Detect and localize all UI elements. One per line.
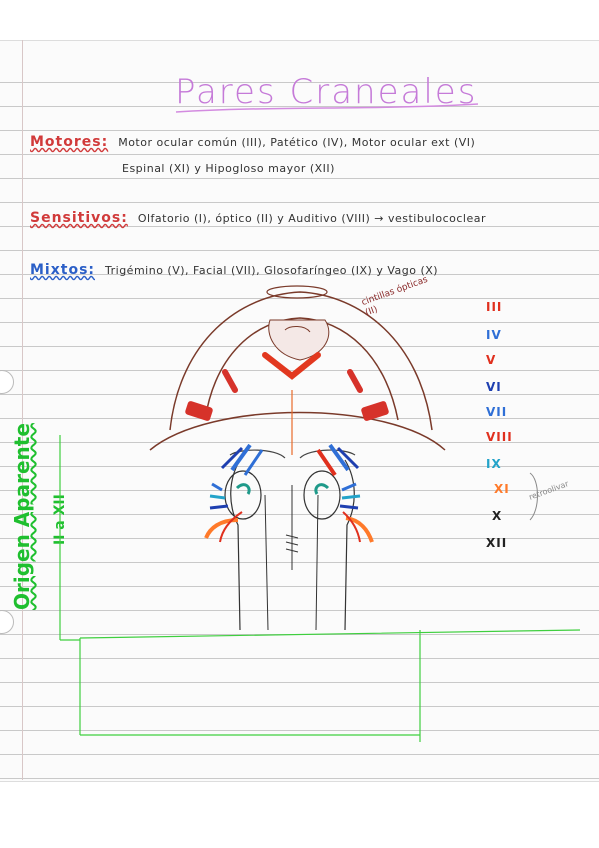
motores-line-2-row: Espinal (XI) y Hipogloso mayor (XII) bbox=[122, 162, 335, 175]
page-title: Pares Craneales bbox=[175, 72, 478, 112]
motores-section: Motores: Motor ocular común (III), Patét… bbox=[30, 134, 475, 150]
nerve-list-item: VII bbox=[486, 405, 508, 419]
motores-line-1: Motor ocular común (III), Patético (IV),… bbox=[118, 136, 476, 149]
sensitivos-text: Olfatorio (I), óptico (II) y Auditivo (V… bbox=[137, 212, 486, 225]
motores-line-2: Espinal (XI) y Hipogloso mayor (XII) bbox=[122, 162, 335, 175]
side-annotation: Origen Aparente bbox=[10, 423, 34, 610]
sensitivos-section: Sensitivos: Olfatorio (I), óptico (II) y… bbox=[30, 210, 486, 226]
page-margin-line bbox=[22, 40, 23, 780]
nerve-list-item: XI bbox=[494, 482, 510, 496]
sensitivos-label: Sensitivos: bbox=[30, 210, 128, 226]
mixtos-section: Mixtos: Trigémino (V), Facial (VII), Glo… bbox=[30, 262, 438, 278]
nerve-list-item: VIII bbox=[486, 430, 513, 444]
origen-aparente-title: Origen Aparente bbox=[10, 423, 34, 610]
brainstem-diagram bbox=[149, 285, 538, 631]
motores-label: Motores: bbox=[30, 134, 109, 150]
nerve-list-item: XII bbox=[486, 536, 508, 550]
mixtos-label: Mixtos: bbox=[30, 262, 96, 278]
nerve-list-item: III bbox=[486, 300, 503, 314]
nerve-list-item: X bbox=[492, 509, 503, 523]
mixtos-text: Trigémino (V), Facial (VII), Glosofaríng… bbox=[105, 264, 439, 277]
nerve-list-item: VI bbox=[486, 380, 502, 394]
nerve-list-item: IX bbox=[486, 457, 502, 471]
origen-aparente-subtitle: II a XII bbox=[52, 494, 68, 545]
nerve-list-item: IV bbox=[486, 328, 502, 342]
nerve-list-item: V bbox=[486, 353, 497, 367]
